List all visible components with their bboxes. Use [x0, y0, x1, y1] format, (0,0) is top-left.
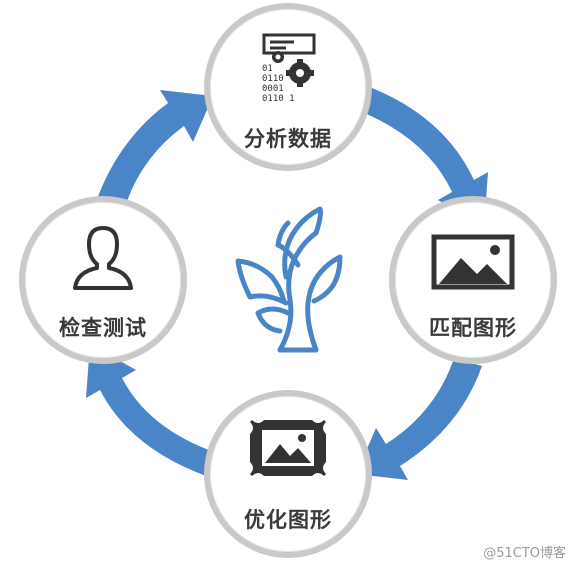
user-icon [73, 226, 133, 290]
arrow-right-to-bottom [356, 358, 482, 480]
binary-line-4: 0110 1 [262, 94, 295, 103]
arrow-bottom-to-left [86, 344, 214, 476]
step-label: 检查测试 [59, 316, 147, 340]
step-analyze-data: 01 0110 0001 0110 1 分析数据 [204, 3, 372, 171]
binary-line-3: 0001 [262, 84, 284, 94]
framed-picture-icon [250, 420, 326, 476]
data-gears-icon: 01 0110 0001 0110 1 [262, 33, 316, 103]
plant-growth-icon [235, 206, 343, 353]
arrow-left-to-top [96, 90, 213, 210]
step-match-graphics: 匹配图形 [389, 196, 557, 364]
watermark: @51CTO博客 [483, 546, 566, 561]
step-inspect-test: 检查测试 [19, 196, 187, 364]
arrow-top-to-right [362, 88, 488, 228]
binary-line-2: 0110 [262, 74, 284, 84]
binary-line-1: 01 [262, 64, 273, 74]
step-label: 匹配图形 [429, 316, 517, 340]
step-label: 优化图形 [244, 508, 332, 532]
step-optimize-graphics: 优化图形 [204, 390, 372, 558]
picture-icon [431, 234, 515, 290]
step-label: 分析数据 [244, 127, 332, 151]
